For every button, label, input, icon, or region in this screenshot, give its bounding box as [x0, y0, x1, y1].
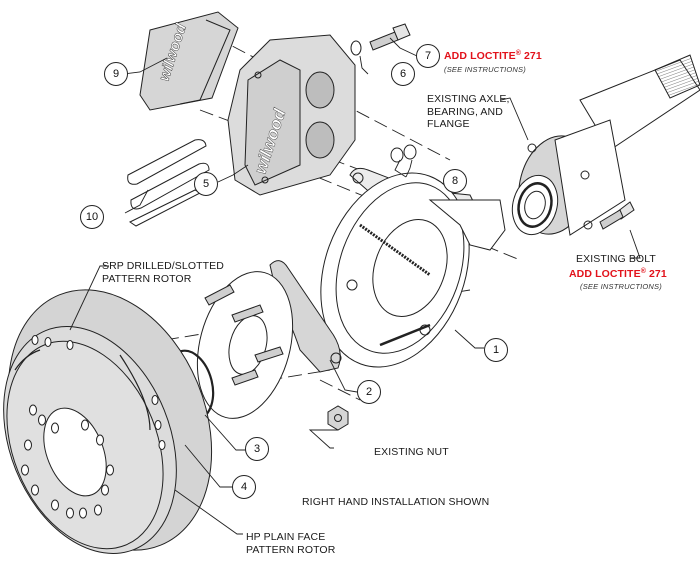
callout-number: 8 [451, 175, 459, 187]
callout-number: 3 [253, 443, 261, 455]
parking-brake-assembly [320, 172, 506, 368]
existing-bolt [599, 201, 635, 230]
caliper: wilwood [227, 34, 356, 196]
caliper-bolt [369, 23, 411, 51]
leader-lines [69, 37, 641, 535]
washer-6 [350, 40, 362, 56]
callout-number: 1 [492, 344, 500, 356]
hub-flange [196, 271, 294, 419]
callout-8: 8 [443, 169, 467, 193]
bolt-text: EXISTING BOLT [576, 253, 656, 265]
existing-nut-label: EXISTING NUT [374, 446, 449, 458]
callout-number: 4 [240, 481, 248, 493]
see-instructions-note: (SEE INSTRUCTIONS) [580, 282, 662, 291]
existing-bolt-label: EXISTING BOLT ADD LOCTITE® 271 (SEE INST… [569, 253, 667, 294]
loctite-label-7: ADD LOCTITE® 271 (SEE INSTRUCTIONS) [444, 48, 542, 76]
rotor [3, 289, 213, 554]
washer-8a [390, 147, 404, 163]
callout-number: 6 [399, 68, 407, 80]
callout-2: 2 [357, 380, 381, 404]
callout-number: 9 [112, 68, 120, 80]
callout-10: 10 [80, 205, 104, 229]
see-instructions-note: (SEE INSTRUCTIONS) [444, 64, 526, 74]
loctite-text: ADD LOCTITE® 271 [444, 50, 542, 62]
existing-nut [327, 405, 349, 431]
callout-5: 5 [194, 172, 218, 196]
callout-9: 9 [104, 62, 128, 86]
callout-1: 1 [484, 338, 508, 362]
callout-number: 2 [365, 386, 373, 398]
callout-number: 10 [85, 211, 99, 223]
axle-assembly [511, 54, 700, 236]
callout-3: 3 [245, 437, 269, 461]
callout-number: 5 [202, 178, 210, 190]
washer-8b [403, 144, 417, 160]
rotor-holes [21, 335, 166, 519]
callout-4: 4 [232, 475, 256, 499]
installation-note: RIGHT HAND INSTALLATION SHOWN [302, 496, 490, 508]
callout-7: 7 [416, 44, 440, 68]
brake-pad: wilwood [139, 11, 239, 111]
callout-number: 7 [424, 50, 432, 62]
callout-6: 6 [391, 62, 415, 86]
loctite-text: ADD LOCTITE® 271 [569, 267, 667, 280]
